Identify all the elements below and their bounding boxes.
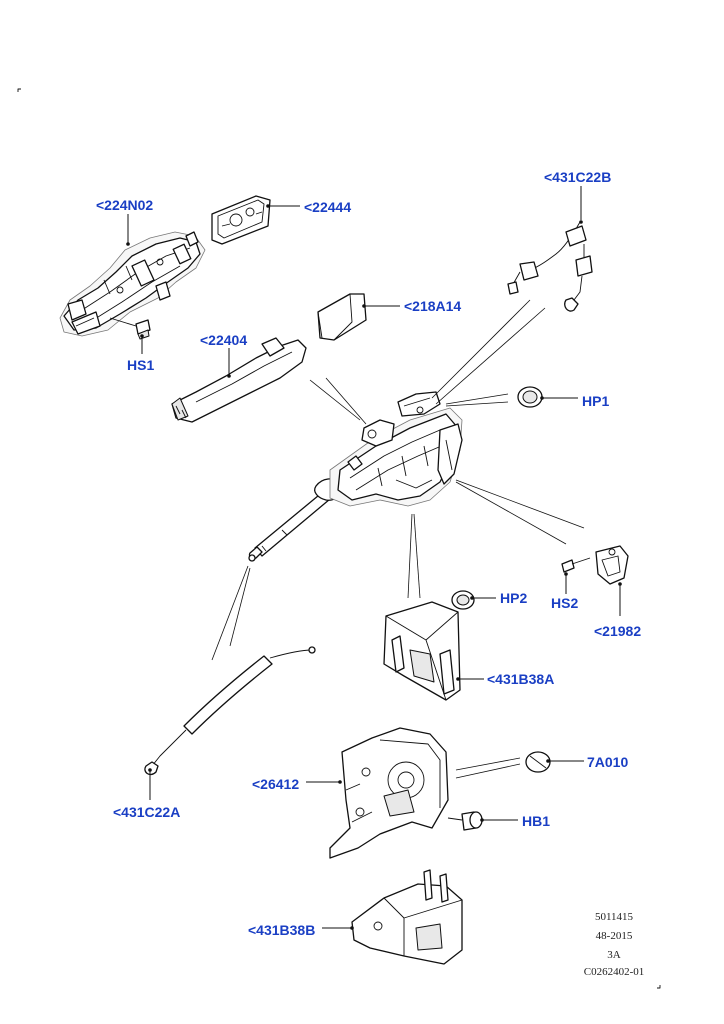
central-handle-assembly: [248, 391, 463, 562]
label-224N02: <224N02: [96, 197, 153, 213]
label-21982: <21982: [594, 623, 641, 639]
label-26412: <26412: [252, 776, 299, 792]
grommet-HP2: [451, 590, 475, 610]
label-431B38B: <431B38B: [248, 922, 315, 938]
reference-line-4: C0262402-01: [584, 966, 645, 978]
reference-line-2: 48-2015: [596, 930, 633, 942]
cover-431B38B: [351, 869, 463, 965]
label-7A010: 7A010: [587, 754, 628, 770]
door-handle-22404: [171, 337, 307, 423]
label-22404: <22404: [200, 332, 247, 348]
label-HS1: HS1: [127, 357, 154, 373]
grommet-HP1: [517, 386, 543, 408]
callout-lines: [211, 299, 585, 779]
label-431C22A: <431C22A: [113, 804, 180, 820]
label-HB1: HB1: [522, 813, 550, 829]
grommet-7A010: [525, 751, 551, 773]
cable-431C22A: [144, 646, 316, 776]
label-431B38A: <431B38A: [487, 671, 554, 687]
handle-bracket-224N02: [59, 231, 206, 337]
leader-lines: [126, 186, 622, 930]
screw-HS2: [561, 557, 591, 573]
striker-21982: [595, 545, 629, 585]
part-labels: <224N02 <22444 <218A14 <22404 HS1 <431C2…: [96, 169, 641, 938]
cap-218A14: [317, 293, 367, 341]
pad-22444: [211, 195, 271, 245]
screw-HS1: [109, 317, 151, 340]
reference-line-3: 3A: [607, 949, 621, 961]
label-431C22B: <431C22B: [544, 169, 611, 185]
reference-line-1: 5011415: [595, 911, 634, 923]
cover-431B38A: [383, 601, 461, 701]
label-HS2: HS2: [551, 595, 578, 611]
wire-harness-431C22B: [507, 220, 593, 312]
label-22444: <22444: [304, 199, 351, 215]
corner-marks: [17, 88, 661, 989]
latch-26412: [329, 727, 449, 859]
bolt-HB1: [447, 811, 483, 831]
label-218A14: <218A14: [404, 298, 461, 314]
label-HP2: HP2: [500, 590, 527, 606]
reference-block: 5011415 48-2015 3A C0262402-01: [584, 911, 645, 978]
label-HP1: HP1: [582, 393, 609, 409]
